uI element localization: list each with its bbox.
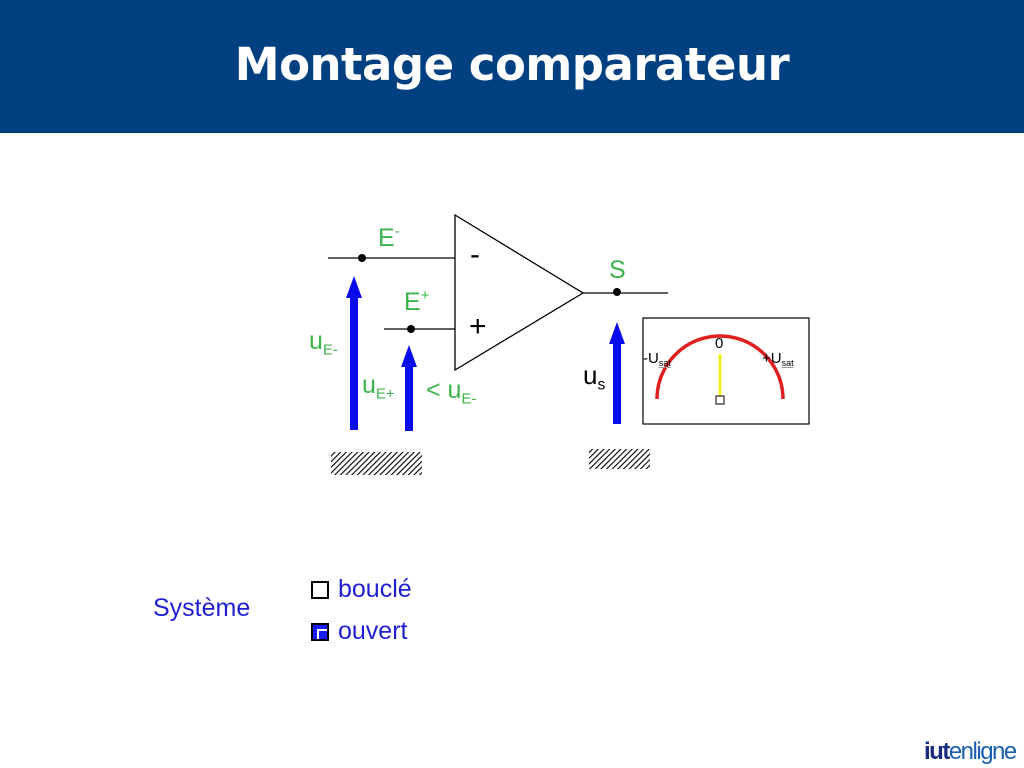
meter-label-zero: 0 [715,335,724,352]
op-amp-triangle [454,213,585,372]
node-s-dot [613,288,621,296]
ground-right [589,449,650,469]
checkbox-ouvert[interactable] [311,622,329,641]
label-e-plus: E+ [404,287,430,316]
option-ouvert-label: ouvert [338,617,408,645]
op-amp-plus-sign: + [469,310,487,343]
option-boucle-label: bouclé [338,575,412,603]
checkbox-boucle[interactable] [311,580,329,599]
meter-label-neg-usat: -Usat [643,350,671,369]
op-amp-minus-sign: - [470,238,480,271]
system-label: Système [153,594,251,622]
option-boucle[interactable]: bouclé [311,575,412,604]
iutenligne-logo: iutenligne [924,738,1017,765]
meter-pivot [715,395,725,405]
label-ue-minus: uE- [309,327,338,359]
meter-label-pos-usat: +Usat [762,350,794,369]
label-comparison: < uE- [426,376,477,408]
arrow-ue-plus [401,345,417,431]
slide-title: Montage comparateur [234,38,790,91]
title-bar: Montage comparateur [0,0,1024,133]
label-e-minus: E- [378,223,400,252]
meter-scale-arc [655,334,785,400]
node-e-plus-dot [407,325,415,333]
ground-left [331,452,422,475]
label-ue-plus: uE+ [362,371,395,403]
label-us: us [583,360,606,394]
option-ouvert[interactable]: ouvert [311,617,407,646]
arrow-us [609,322,625,424]
voltmeter [642,317,810,425]
node-e-minus-dot [358,254,366,262]
label-s: S [609,256,626,284]
arrow-ue-minus [346,276,362,430]
